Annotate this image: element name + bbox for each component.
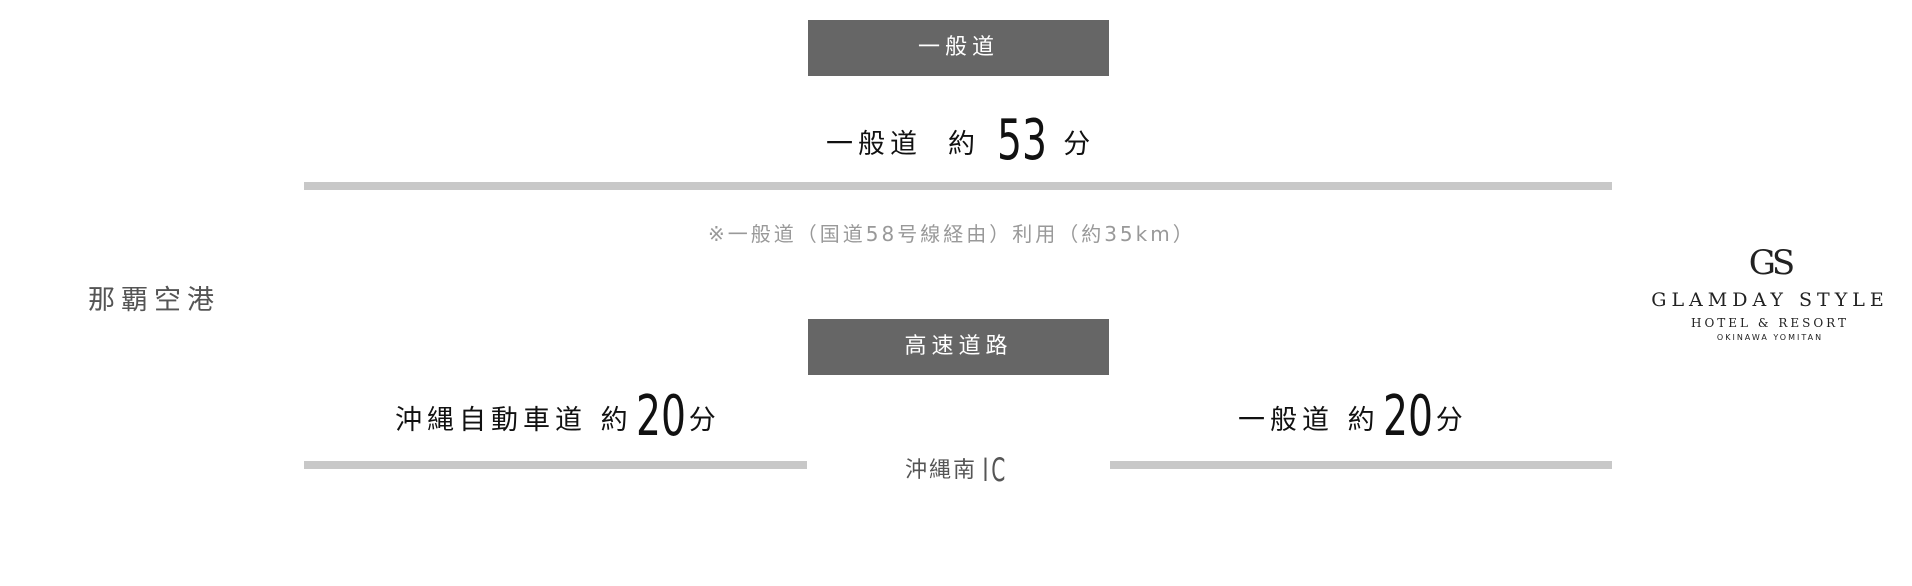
interchange-suffix: IC [982,451,1009,489]
route-general-minutes: 53 [996,108,1047,173]
route-highway-leg1-unit: 分 [688,405,721,436]
route-general-road: 一般道 [826,129,922,160]
logo-name: GLAMDAY STYLE [1651,289,1889,311]
origin-label: 那覇空港 [88,285,220,316]
route-highway-leg1-prefix: 約 [600,405,633,436]
logo-sub: HOTEL & RESORT [1690,316,1850,330]
route-highway-leg2-road: 一般道 [1238,405,1334,436]
route-highway-leg2-prefix: 約 [1347,405,1380,436]
route-general-prefix: 約 [948,129,980,160]
logo-location: OKINAWA YOMITAN [1716,333,1824,342]
badge-highway-label: 高速道路 [904,334,1013,359]
route-general-note: ※一般道（国道58号線経由）利用（約35km） [708,222,1196,246]
badge-highway: 高速道路 [808,319,1109,375]
route-highway-leg2-minutes: 20 [1382,384,1433,449]
badge-general-road: 一般道 [808,20,1109,76]
route-highway-leg1-bar [304,461,807,469]
route-general-time: 一般道約 53 分 [826,108,1095,173]
route-general-bar [304,182,1612,190]
logo-mark: GS [1748,243,1795,283]
route-highway-leg2-unit: 分 [1435,405,1468,436]
interchange-name: 沖縄南 [905,458,978,483]
route-highway-leg1-road: 沖縄自動車道 [395,405,587,436]
route-general-unit: 分 [1063,129,1096,160]
route-highway-leg2-bar [1110,461,1612,469]
badge-general-road-label: 一般道 [917,35,999,60]
destination-logo: GS GLAMDAY STYLE HOTEL & RESORT OKINAWA … [1640,244,1900,344]
route-highway-leg1-minutes: 20 [635,384,686,449]
